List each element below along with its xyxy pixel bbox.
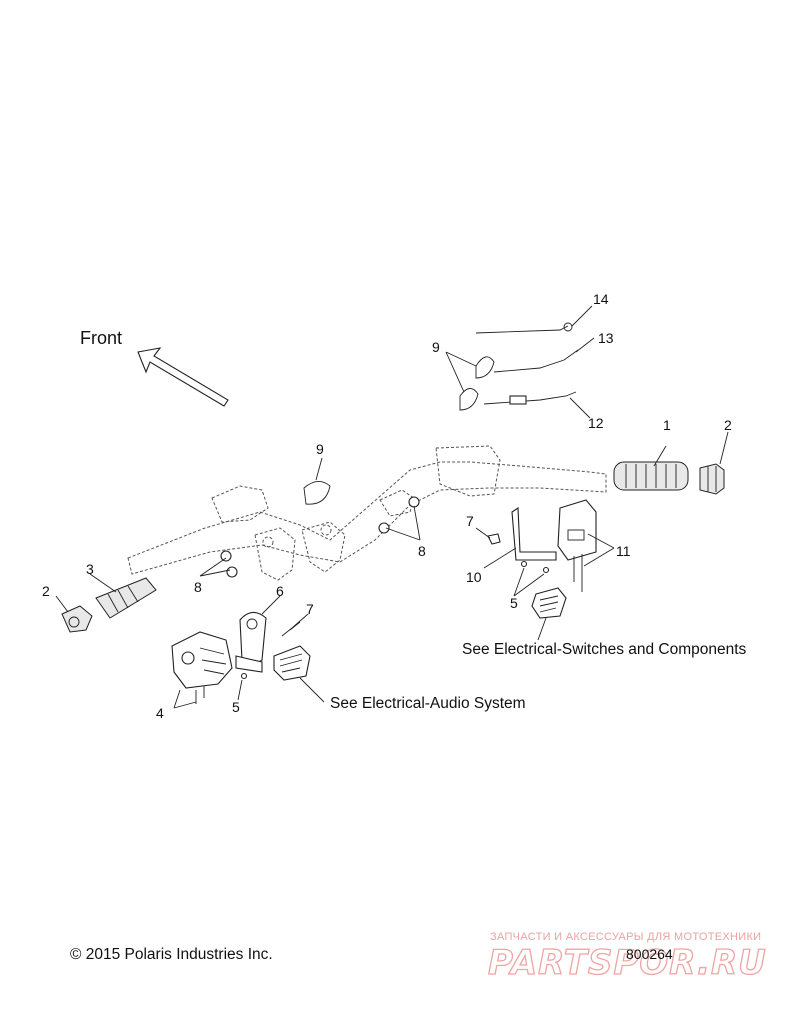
callout-3: 3 — [86, 561, 94, 577]
callout-5-right: 5 — [510, 595, 518, 611]
cable-guide-top — [303, 356, 495, 505]
callout-8-left: 8 — [194, 579, 202, 595]
callout-2-left: 2 — [42, 583, 50, 599]
left-grip — [95, 577, 157, 619]
callout-8-right: 8 — [418, 543, 426, 559]
right-switch-module — [531, 587, 567, 619]
callout-labels: 14 13 12 9 9 1 2 3 2 8 8 7 10 11 5 6 7 4… — [42, 291, 732, 721]
callout-5-left: 5 — [232, 699, 240, 715]
right-switch-bracket — [487, 499, 597, 592]
audio-reference-note: See Electrical-Audio System — [330, 695, 526, 712]
leader-lines — [55, 305, 729, 709]
callout-10: 10 — [466, 569, 482, 585]
watermark-tagline: ЗАПЧАСТИ И АКСЕССУАРЫ ДЛЯ МОТОТЕХНИКИ — [490, 931, 761, 943]
callout-6: 6 — [276, 583, 284, 599]
callout-13: 13 — [598, 330, 614, 346]
callout-11: 11 — [616, 543, 631, 559]
left-bar-end — [61, 605, 93, 633]
front-direction-arrow — [137, 347, 229, 407]
callout-7-right: 7 — [466, 513, 474, 529]
switches-reference-note: See Electrical-Switches and Components — [462, 641, 747, 658]
figure-number: 800264 — [626, 946, 673, 962]
front-label: Front — [80, 328, 122, 348]
left-switch-bracket — [235, 611, 267, 673]
screws — [240, 621, 301, 680]
right-bar-end — [699, 463, 725, 495]
callout-9-mid: 9 — [316, 441, 324, 457]
callout-1: 1 — [663, 417, 671, 433]
callout-14: 14 — [593, 291, 609, 307]
callout-2-right: 2 — [724, 417, 732, 433]
throttle-cables — [475, 322, 579, 405]
watermark: ЗАПЧАСТИ И АКСЕССУАРЫ ДЛЯ МОТОТЕХНИКИ PA… — [487, 931, 767, 984]
cable-clamps — [220, 496, 420, 578]
handlebar — [127, 445, 607, 581]
callout-4: 4 — [156, 705, 164, 721]
copyright-notice: © 2015 Polaris Industries Inc. — [70, 946, 273, 963]
watermark-brand: PARTSPOR.RU — [488, 943, 767, 983]
callout-9-top: 9 — [432, 339, 440, 355]
callout-12: 12 — [588, 415, 604, 431]
callout-7-left: 7 — [306, 601, 314, 617]
audio-control-module — [273, 645, 311, 681]
right-grip — [613, 461, 689, 491]
left-switch-housing — [171, 631, 233, 704]
